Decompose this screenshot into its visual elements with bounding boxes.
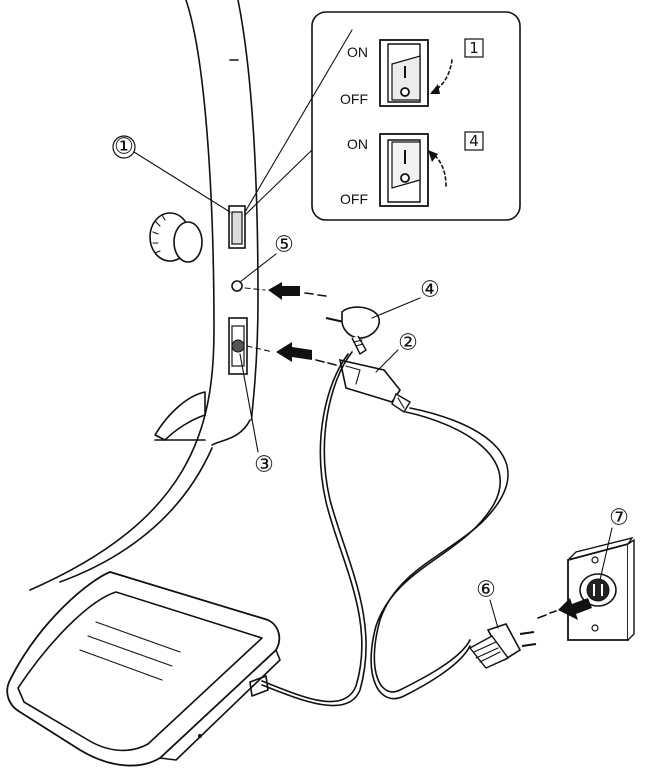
- insert-arrow-outlet: [558, 598, 592, 620]
- power-inlet-socket[interactable]: [228, 317, 248, 375]
- wall-outlet: [567, 536, 635, 641]
- insert-arrow-inlet: [276, 342, 312, 362]
- step-number-top: 1: [469, 39, 479, 57]
- callout-2: ②: [398, 331, 418, 356]
- callout-7: ⑦: [609, 506, 629, 531]
- switch-off-illustration: ON OFF 1: [340, 38, 484, 107]
- callout-4: ④: [420, 278, 440, 303]
- on-label-top: ON: [347, 44, 368, 60]
- callout-1-circle: [112, 135, 136, 159]
- power-switch[interactable]: [228, 205, 246, 249]
- foot-control-plug: [244, 282, 380, 356]
- step-box-top: [464, 38, 484, 58]
- switch-inset-panel: ON OFF 1 ON OFF 4: [244, 11, 521, 221]
- callouts: ① ⑤ ④ ② ③ ⑥ ⑦: [112, 135, 629, 629]
- switch-on-illustration: ON OFF 4: [340, 131, 484, 207]
- step-box-bottom: [464, 131, 484, 151]
- insert-arrow-jack: [268, 282, 300, 300]
- callout-1: ①: [114, 135, 134, 160]
- foot-control-pedal: [6, 571, 281, 767]
- off-label-top: OFF: [340, 91, 368, 107]
- on-label-bottom: ON: [347, 136, 368, 152]
- foot-control-jack[interactable]: [231, 280, 243, 292]
- wall-plug: [468, 598, 592, 669]
- power-cord-plug: [246, 342, 411, 413]
- cords: [261, 351, 509, 707]
- sewing-machine-body: [29, 0, 259, 591]
- callout-6: ⑥: [476, 578, 496, 603]
- step-number-bottom: 4: [469, 132, 479, 150]
- callout-5: ⑤: [274, 233, 294, 258]
- callout-3: ③: [254, 453, 274, 478]
- off-label-bottom: OFF: [340, 191, 368, 207]
- handwheel-knob: [149, 212, 203, 263]
